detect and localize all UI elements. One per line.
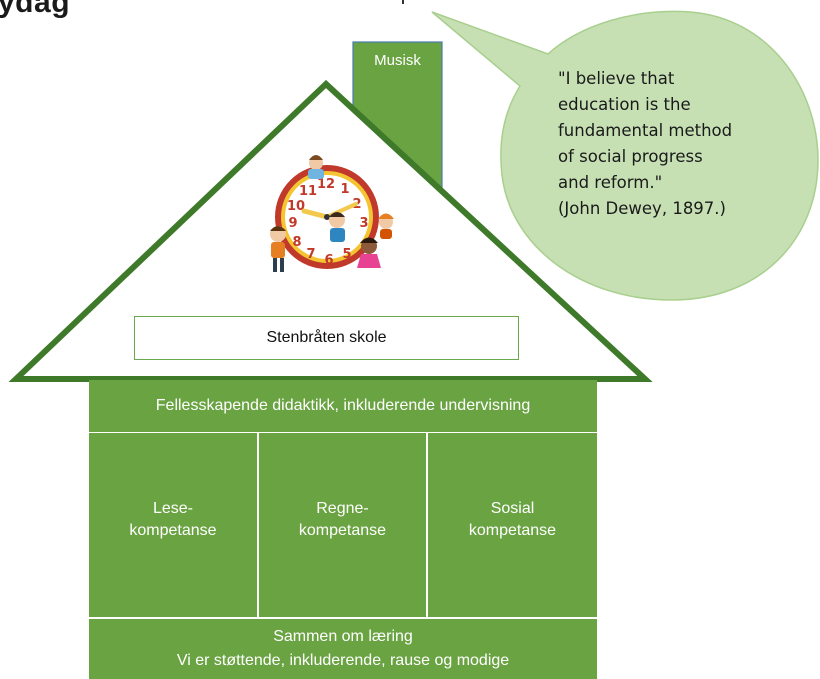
title-fragment: ydag (0, 0, 71, 19)
pillar-math: Regne- kompetanse (259, 433, 426, 617)
foundation-line1: Sammen om læring (273, 628, 413, 645)
quote-line: and reform." (558, 173, 663, 192)
clock-num-10: 10 (287, 199, 305, 214)
child-left (270, 226, 286, 272)
clock-num-11: 11 (299, 184, 317, 199)
clock-num-3: 3 (359, 216, 368, 231)
quote-line: of social progress (558, 147, 703, 166)
clock-illustration: 12 1 2 3 5 6 7 8 9 10 11 (270, 155, 394, 272)
top-band-label: Fellesskapende didaktikk, inkluderende u… (155, 397, 531, 414)
pillar-label-line2: kompetanse (298, 522, 387, 539)
foundation-line2: Vi er støttende, inkluderende, rause og … (176, 652, 510, 669)
pillar-social: Sosial kompetanse (428, 433, 597, 617)
child-right-top (378, 213, 394, 239)
school-name-box: Stenbråten skole (134, 316, 519, 360)
clock-hand-hour (301, 208, 330, 220)
quote-text: "I believe that education is the fundame… (558, 66, 788, 222)
clock-num-7: 7 (306, 247, 315, 262)
clock-num-9: 9 (288, 216, 297, 231)
pillar-label-line2: kompetanse (468, 522, 557, 539)
speech-bubble (431, 10, 819, 301)
child-top (308, 155, 324, 179)
school-name: Stenbråten skole (266, 329, 387, 346)
cut-off-title: ydag (0, 0, 70, 20)
pillar-label-line2: kompetanse (129, 522, 217, 539)
quote-line: "I believe that (558, 69, 675, 88)
clock-num-12: 12 (317, 177, 335, 192)
pillar-label-line1: Regne- (316, 500, 369, 517)
top-band: Fellesskapende didaktikk, inkluderende u… (89, 380, 597, 432)
quote-line: education is the (558, 95, 691, 114)
quote-attribution: (John Dewey, 1897.) (558, 199, 726, 218)
clock-num-5: 5 (342, 247, 351, 262)
clock-num-6: 6 (324, 253, 333, 268)
pillar-reading: Lese- kompetanse (89, 433, 257, 617)
stray-dot (402, 0, 404, 4)
pillar-label-line1: Sosial (490, 500, 535, 517)
clock-num-8: 8 (292, 235, 301, 250)
pillar-label-line1: Lese- (152, 500, 193, 517)
chimney-label: Musisk (374, 52, 421, 69)
child-right-bottom (357, 237, 381, 268)
foundation-band: Sammen om læring Vi er støttende, inklud… (89, 619, 597, 679)
clock-num-1: 1 (340, 182, 349, 197)
child-center (329, 212, 345, 242)
quote-line: fundamental method (558, 121, 733, 140)
